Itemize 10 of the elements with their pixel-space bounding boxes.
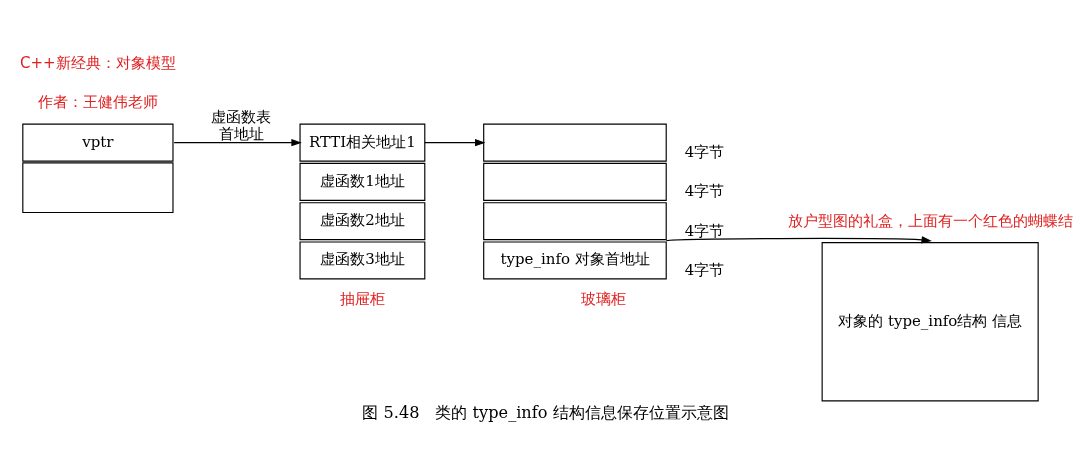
node-label: 4字节 xyxy=(684,260,725,279)
edge-label: 虚函数表首地址 xyxy=(211,108,272,143)
node-label: 4字节 xyxy=(684,182,725,201)
label: 作者：王健伟老师 xyxy=(37,93,158,112)
label: C++新经典：对象模型 xyxy=(20,54,176,73)
node-label: 4字节 xyxy=(684,221,725,240)
caption: 图 5.48 类的 type_info 结构信息保存位置示意图 xyxy=(362,403,729,423)
node-label: 4字节 xyxy=(684,142,725,161)
label: 抽屉柜 xyxy=(339,289,385,308)
label: 放户型图的礼盒，上面有一个红色的蝴蝶结 xyxy=(787,212,1073,231)
